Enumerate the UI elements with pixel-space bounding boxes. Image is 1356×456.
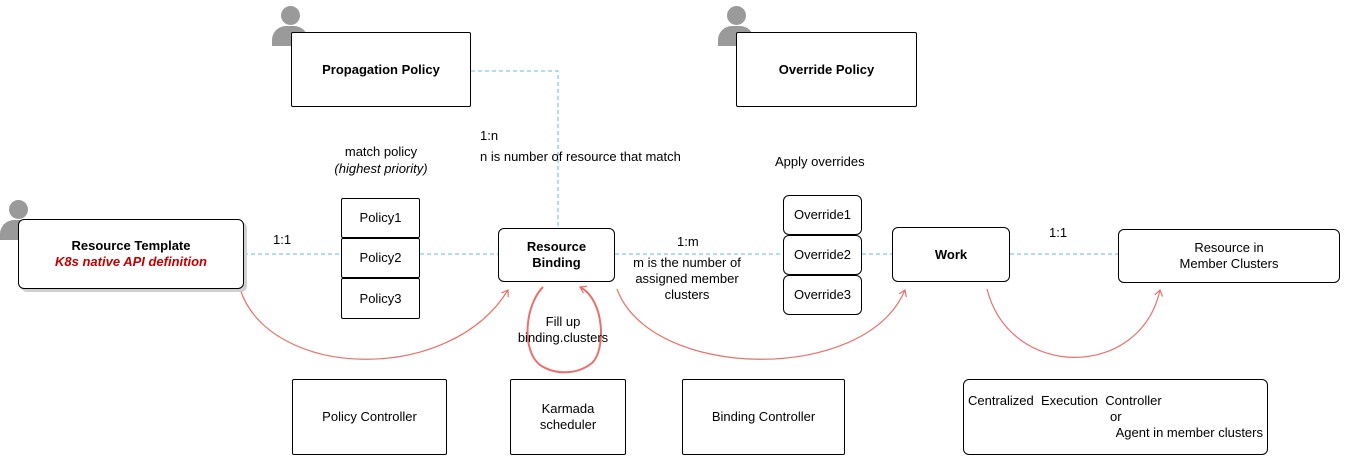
ratio-template-binding: 1:1 <box>273 232 292 247</box>
apply-overrides-label: Apply overrides <box>775 154 865 169</box>
policy-item-2[interactable]: Policy2 <box>341 238 420 278</box>
resource-binding-line2: Binding <box>532 255 581 270</box>
execution-controller-line1: Centralized Execution Controller <box>968 393 1162 408</box>
dashed-links <box>244 70 1118 255</box>
work-label: Work <box>934 246 968 262</box>
m-note-line2: assigned member <box>635 271 739 286</box>
propagation-policy-label: Propagation Policy <box>322 61 440 77</box>
one-to-n-note: 1:n n is number of resource that match <box>480 127 681 165</box>
karmada-scheduler-line2: scheduler <box>539 417 597 432</box>
override-policy-box[interactable]: Override Policy <box>736 32 917 107</box>
policy-item-3-label: Policy3 <box>359 290 402 306</box>
m-note: m is the number of assigned member clust… <box>625 255 749 303</box>
arc-execution-controller <box>986 288 1160 358</box>
member-resource-line1: Resource in <box>1194 240 1264 255</box>
binding-controller-box[interactable]: Binding Controller <box>682 379 845 455</box>
arc-karmada-scheduler <box>526 287 603 374</box>
member-resource-line2: Member Clusters <box>1179 256 1279 271</box>
resource-template-subtitle: K8s native API definition <box>55 254 207 269</box>
propagation-policy-box[interactable]: Propagation Policy <box>291 32 471 107</box>
override-item-3-label: Override3 <box>793 287 852 302</box>
fill-up-line1: Fill up <box>545 314 581 329</box>
override-item-1-label: Override1 <box>793 207 852 222</box>
policy-item-3[interactable]: Policy3 <box>341 278 420 319</box>
override-item-2-label: Override2 <box>793 247 852 262</box>
resource-template-box[interactable]: Resource Template K8s native API definit… <box>18 219 244 289</box>
policy-controller-label: Policy Controller <box>322 409 417 424</box>
controller-arcs <box>239 287 1160 374</box>
ratio-binding-work: 1:m <box>677 234 699 249</box>
work-box[interactable]: Work <box>892 227 1010 282</box>
karmada-scheduler-box[interactable]: Karmada scheduler <box>510 379 626 455</box>
override-policy-label: Override Policy <box>778 61 875 77</box>
fill-up-note: Fill up binding.clusters <box>508 314 618 346</box>
override-item-2[interactable]: Override2 <box>783 235 862 275</box>
policy-item-2-label: Policy2 <box>359 250 402 265</box>
karmada-scheduler-line1: Karmada <box>541 401 595 416</box>
ratio-work-member: 1:1 <box>1049 225 1068 240</box>
arc-policy-controller <box>239 288 508 360</box>
override-item-1[interactable]: Override1 <box>783 195 862 235</box>
execution-controller-box[interactable]: Centralized Execution Controller or Agen… <box>963 379 1268 455</box>
m-note-line3: clusters <box>664 287 710 302</box>
match-policy-text: match policy (highest priority) <box>321 143 441 177</box>
override-item-3[interactable]: Override3 <box>783 275 862 315</box>
fill-up-line2: binding.clusters <box>517 330 609 345</box>
member-resource-box[interactable]: Resource in Member Clusters <box>1118 229 1340 283</box>
one-to-n-text: n is number of resource that match <box>480 149 681 164</box>
policy-item-1-label: Policy1 <box>359 210 402 225</box>
resource-template-title: Resource Template <box>71 238 191 253</box>
policy-controller-box[interactable]: Policy Controller <box>292 379 447 455</box>
policy-item-1[interactable]: Policy1 <box>341 198 420 238</box>
binding-controller-label: Binding Controller <box>711 409 816 424</box>
resource-binding-box[interactable]: Resource Binding <box>498 228 615 282</box>
link-propagation-binding <box>471 70 559 228</box>
match-policy-note: (highest priority) <box>334 161 428 176</box>
resource-binding-line1: Resource <box>526 239 587 254</box>
match-policy-label: match policy <box>344 144 418 159</box>
execution-controller-line2: or <box>1110 409 1122 424</box>
one-to-n-ratio: 1:n <box>480 128 499 143</box>
arc-binding-controller <box>616 288 905 360</box>
m-note-line1: m is the number of <box>633 255 741 270</box>
execution-controller-line3: Agent in member clusters <box>1115 425 1263 440</box>
